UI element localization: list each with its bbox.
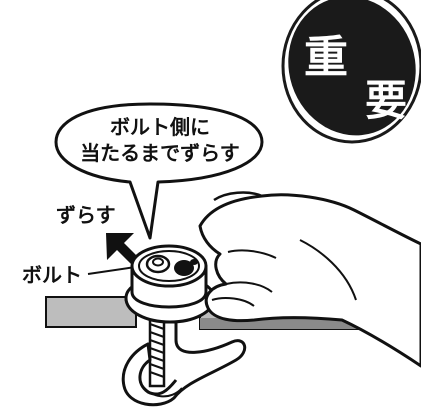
speech-bubble: ボルト側に 当たるまでずらす xyxy=(54,102,264,240)
badge-char-1: 重 xyxy=(304,32,348,83)
clamp-bracket xyxy=(121,300,247,407)
hand xyxy=(198,191,421,368)
bolt-label: ボルト xyxy=(22,263,82,287)
badge-char-2: 要 xyxy=(365,76,407,125)
important-badge: 重 要 xyxy=(281,0,421,144)
cap-assembly xyxy=(130,244,208,309)
bubble-line-2: 当たるまでずらす xyxy=(80,141,240,165)
slide-label: ずらす xyxy=(56,203,116,227)
bubble-line-1: ボルト側に xyxy=(110,115,210,139)
bolt-head xyxy=(145,254,171,274)
